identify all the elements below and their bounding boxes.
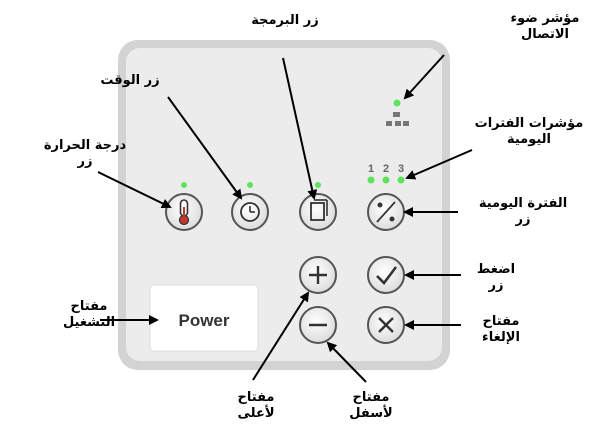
slot-led-1: [367, 176, 375, 184]
arrow-programming: [282, 57, 318, 200]
cancel-button[interactable]: [367, 306, 405, 344]
slot-number-1: 1: [368, 163, 374, 175]
slot-number-3: 3: [398, 163, 404, 175]
thermometer-icon: [178, 199, 190, 226]
label-temperature-button: درجة الحرارة زر: [43, 138, 127, 169]
label-programming-button: زر البرمجة: [251, 13, 319, 28]
percent-icon: [376, 201, 396, 223]
label-cancel-key: مفتاح الإلغاء: [482, 314, 520, 345]
label-daily-slots: مؤشرات الفترات اليومية: [474, 116, 584, 147]
temperature-led: [181, 182, 187, 188]
network-icon: [386, 112, 409, 126]
label-power-key: مفتاح التشغيل: [62, 299, 116, 330]
label-connection-light: مؤشر ضوء الاتصال: [510, 11, 580, 42]
arrow-time: [167, 96, 243, 200]
label-daily-slot-button: الفترة اليومية زر: [478, 196, 568, 227]
slot-number-2: 2: [383, 163, 389, 175]
plus-icon: [309, 266, 327, 284]
clock-icon: [240, 202, 260, 222]
slot-led-2: [382, 176, 390, 184]
label-press-button: اضغط زر: [476, 262, 516, 293]
arrow-daily-slots: [405, 149, 473, 180]
arrow-up: [252, 291, 310, 381]
up-button[interactable]: [299, 256, 337, 294]
label-time-button: زر الوقت: [100, 73, 160, 88]
label-down-key: مفتاح لأسفل: [349, 390, 393, 421]
document-icon: [310, 199, 328, 221]
label-up-key: مفتاح لأعلى: [237, 390, 275, 421]
temperature-button[interactable]: [165, 193, 203, 231]
arrow-temperature: [97, 171, 172, 208]
program-button[interactable]: [299, 193, 337, 231]
daily-slot-button[interactable]: [367, 193, 405, 231]
power-button[interactable]: Power: [149, 284, 259, 352]
arrow-down: [326, 341, 367, 383]
control-panel-face: [126, 48, 442, 361]
check-icon: [376, 266, 398, 285]
power-button-label: Power: [178, 311, 229, 330]
slot-led-3: [397, 176, 405, 184]
connection-led: [393, 99, 401, 107]
press-button[interactable]: [367, 256, 405, 294]
program-led: [315, 182, 321, 188]
time-button[interactable]: [231, 193, 269, 231]
arrow-connection-light: [403, 54, 445, 100]
down-button[interactable]: [299, 306, 337, 344]
time-led: [247, 182, 253, 188]
close-icon: [378, 317, 394, 333]
